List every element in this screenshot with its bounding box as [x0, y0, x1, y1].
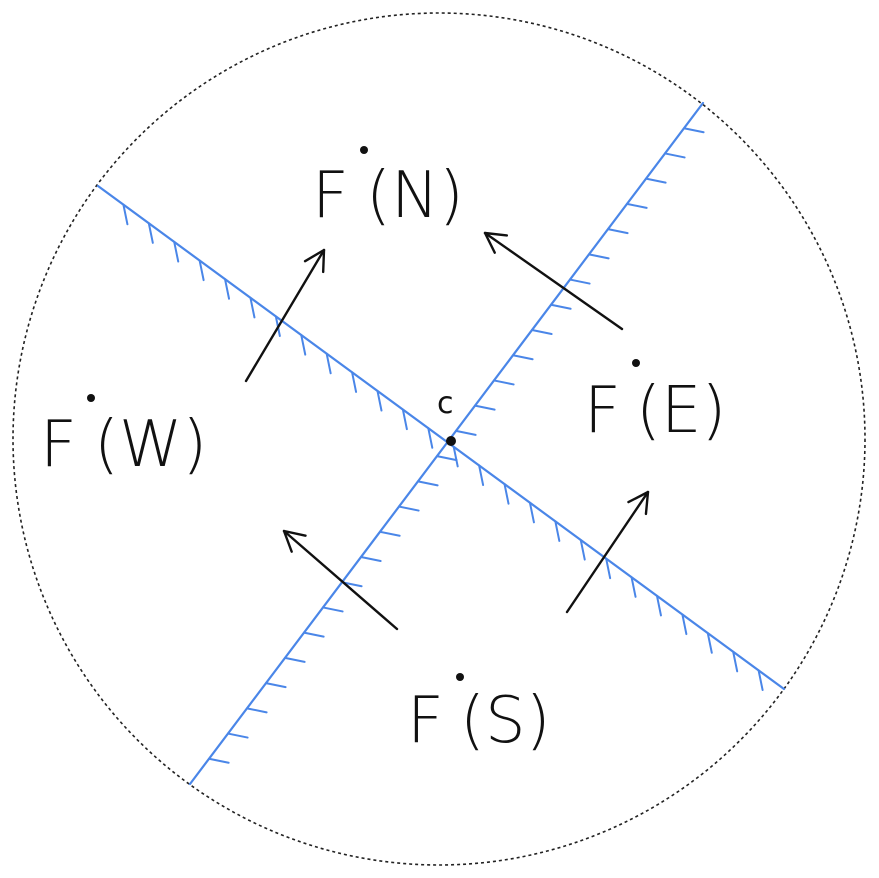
hatch-mark: [246, 707, 268, 714]
region-label-west: F (W): [40, 394, 207, 482]
arrow-south-to-east: [565, 490, 650, 614]
svg-text:(E): (E): [636, 374, 726, 448]
svg-text:F: F: [584, 374, 621, 448]
arrow-west-to-north: [244, 248, 326, 383]
hatch-mark: [322, 606, 344, 613]
hatch-mark: [588, 253, 610, 260]
region-label-north: F (N): [312, 146, 464, 233]
hatch-mark: [528, 501, 535, 524]
dot-mark: [632, 359, 640, 367]
hatch-mark: [605, 557, 612, 580]
arrow-shaft: [483, 231, 624, 331]
hatch-mark: [478, 464, 485, 487]
hatch-mark: [303, 631, 325, 638]
hatch-mark: [645, 177, 667, 184]
hatch-mark: [531, 329, 553, 335]
hatch-mark: [284, 656, 306, 663]
hatch-mark: [360, 556, 382, 562]
arrow-head: [627, 490, 650, 516]
hatch-mark: [452, 445, 459, 468]
hatch-mark: [208, 757, 230, 764]
hatch-mark: [579, 538, 586, 561]
center-point: [446, 436, 456, 446]
arrow-east-to-north: [483, 231, 624, 331]
separatrix-nw-se: [96, 184, 786, 691]
hatch-mark: [325, 352, 332, 375]
hatch-mark: [757, 669, 764, 691]
svg-text:F: F: [312, 159, 349, 233]
hatch-mark: [249, 296, 256, 319]
hatch-mark: [122, 203, 129, 226]
dot-mark: [456, 673, 464, 681]
hatch-mark: [398, 505, 420, 512]
svg-text:(N): (N): [366, 159, 464, 233]
dot-mark: [87, 394, 95, 402]
hatch-mark: [379, 530, 401, 537]
hatch-mark: [265, 682, 287, 689]
hatch-mark: [681, 613, 688, 636]
arrow-shaft: [282, 529, 399, 631]
hatch-mark: [427, 427, 434, 449]
arrow-head: [282, 529, 307, 553]
hatch-mark: [512, 354, 534, 361]
separatrix-sw-ne: [188, 101, 705, 786]
hatch-mark: [683, 127, 705, 134]
svg-text:(S): (S): [460, 684, 551, 758]
boundary-circle: [12, 12, 866, 866]
hatch-mark: [417, 480, 439, 487]
hatch-mark: [626, 202, 648, 209]
hatch-mark: [550, 303, 572, 310]
hatch-mark: [436, 455, 458, 462]
hatch-mark: [655, 594, 662, 617]
arrow-head: [303, 248, 326, 274]
hatch-mark: [569, 278, 591, 285]
hatch-mark: [607, 228, 629, 235]
hatch-mark: [474, 404, 496, 411]
hatch-mark: [732, 650, 739, 673]
hatch-mark: [198, 259, 205, 282]
separatrix-lines: [96, 101, 786, 786]
hatch-mark: [503, 483, 510, 505]
hatch-mark: [376, 389, 383, 412]
hatch-mark: [455, 429, 477, 436]
hatch-mark: [401, 408, 408, 431]
region-label-south: F (S): [407, 673, 551, 758]
hatch-mark: [300, 334, 307, 356]
hatch-mark: [227, 732, 249, 739]
arrow-head: [483, 231, 509, 254]
hatch-mark: [493, 379, 515, 386]
hatch-mark: [147, 222, 154, 244]
hatch-mark: [173, 240, 180, 263]
svg-text:(W): (W): [94, 408, 207, 482]
dot-mark: [360, 146, 368, 154]
region-label-east: F (E): [584, 359, 726, 448]
separatrix-sw-ne-stroke: [188, 101, 705, 786]
hatch-mark: [351, 371, 358, 393]
svg-text:F: F: [407, 684, 444, 758]
hatch-mark: [224, 278, 231, 300]
flow-arrows: [244, 231, 650, 631]
hatch-mark: [554, 520, 561, 542]
hatch-mark: [664, 152, 686, 159]
hatch-mark: [630, 576, 637, 598]
hatch-mark: [706, 632, 713, 654]
separatrix-nw-se-stroke: [96, 184, 786, 691]
center-label: c: [437, 386, 454, 421]
arrow-south-to-west: [282, 529, 399, 631]
svg-text:F: F: [40, 408, 77, 482]
arrow-shaft: [565, 490, 650, 614]
arrow-shaft: [244, 248, 326, 383]
